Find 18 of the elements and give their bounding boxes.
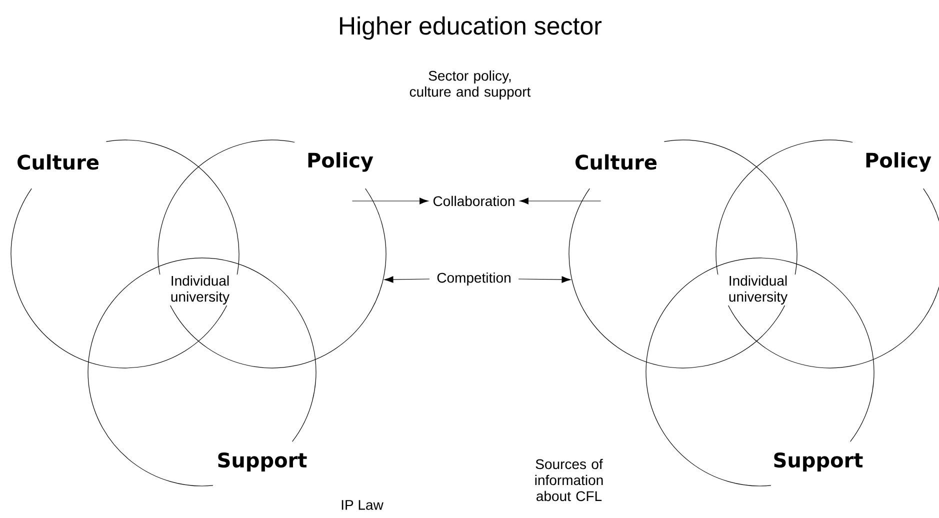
circle-label: Support [774,452,863,472]
arrow [519,198,602,204]
note: Sources of information about CFL [535,458,603,502]
circle-label: Support [218,452,307,472]
title: Higher education sector [340,16,602,40]
circle-label: Policy [308,152,374,172]
arrow [384,276,430,283]
circle-label: Culture [18,154,99,170]
flow-label: Competition [434,269,514,289]
circle-label: Policy [866,152,932,172]
univ-label: Individual university [159,274,241,306]
univ-label: Individual university [717,274,799,306]
circle-label: Culture [576,154,657,170]
flow-label: Collaboration [430,192,518,210]
arrow [518,276,571,283]
note: Sector policy, culture and support [410,70,531,100]
note: IP Law [342,500,384,510]
arrow [352,198,429,204]
